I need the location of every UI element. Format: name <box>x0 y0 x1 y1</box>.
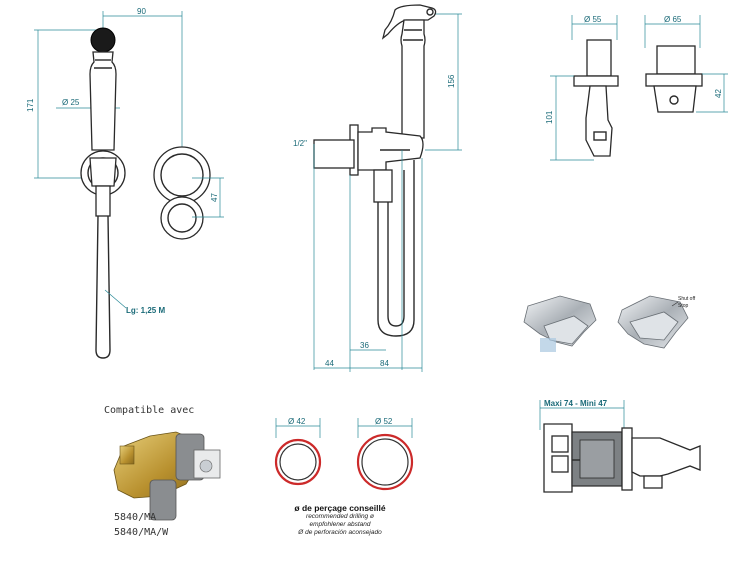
dim-d42: Ø 42 <box>288 417 306 426</box>
drilling-es: Ø de perforación aconsejado <box>298 529 382 536</box>
dim-101: 101 <box>545 110 554 124</box>
compatible-ref-1: 5840/MA <box>114 512 157 523</box>
dim-171: 171 <box>26 98 35 112</box>
bracket-dimensions-view: Ø 55 Ø 65 101 42 <box>545 15 728 161</box>
dim-d25: Ø 25 <box>62 98 80 107</box>
dim-42: 42 <box>714 89 723 98</box>
dim-90: 90 <box>137 7 146 16</box>
dim-hose-length: Lg: 1,25 M <box>126 306 165 315</box>
shutoff-label: Shut off Stop <box>678 296 697 309</box>
dim-maxi-mini: Maxi 74 - Mini 47 <box>544 399 608 408</box>
dim-thread: 1/2" <box>293 139 307 148</box>
drilling-en: recommended drilling ø <box>306 513 374 520</box>
dim-84: 84 <box>380 359 389 368</box>
dim-d65: Ø 65 <box>664 15 682 24</box>
compatible-valve-render <box>113 431 221 521</box>
dim-44: 44 <box>325 359 334 368</box>
drilling-rings: Ø 42 Ø 52 <box>274 417 414 491</box>
shutoff-line1: Shut off <box>678 296 696 302</box>
compatible-ref-2: 5840/MA/W <box>114 527 169 538</box>
shutoff-line2: Stop <box>678 303 689 309</box>
dim-156: 156 <box>447 74 456 88</box>
dim-d55: Ø 55 <box>584 15 602 24</box>
dim-47: 47 <box>210 193 219 202</box>
wall-section-view: Maxi 74 - Mini 47 <box>539 399 701 493</box>
bracket-3d-renders: Shut off Stop <box>523 295 697 352</box>
drilling-de: empfohlener abstand <box>309 521 371 528</box>
handshower-front-view: 90 171 Ø 25 Lg: 1,25 M 47 <box>26 7 224 359</box>
dim-36: 36 <box>360 341 369 350</box>
handshower-side-view: 156 1/2" 36 44 84 <box>293 4 462 372</box>
compatible-title: Compatible avec <box>104 405 195 416</box>
dim-d52: Ø 52 <box>375 417 393 426</box>
drilling-title: ø de perçage conseillé <box>294 503 386 513</box>
